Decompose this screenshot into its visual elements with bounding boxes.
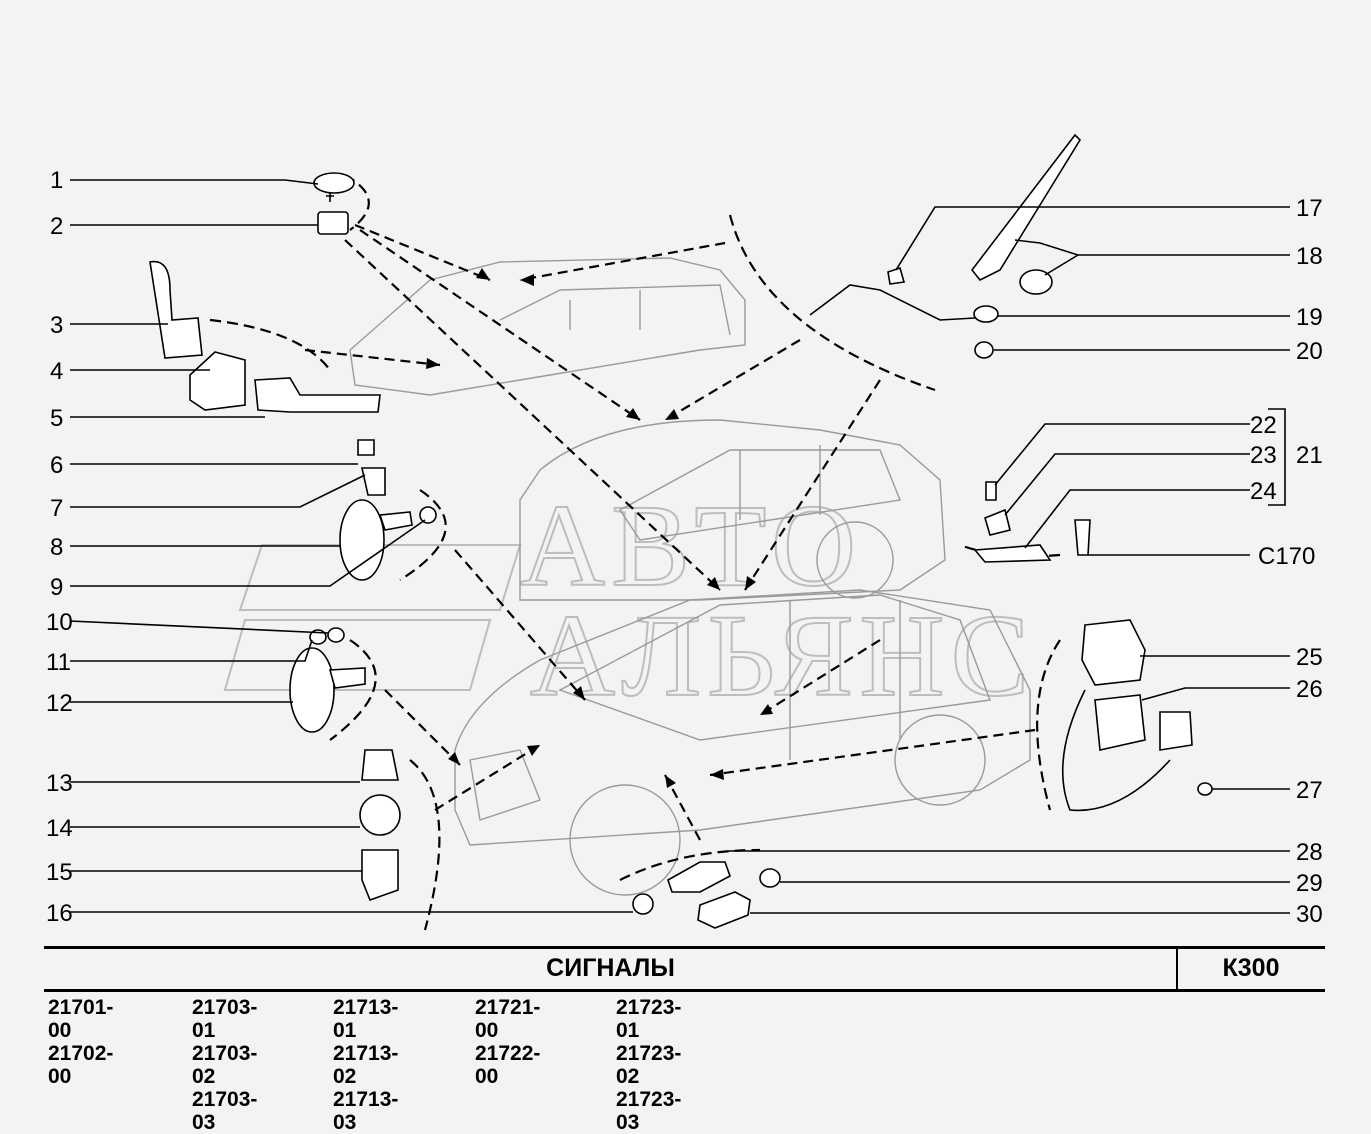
model-code: 21703-02 [192, 1042, 258, 1088]
callout-5: 5 [50, 405, 63, 432]
part-17-20-antenna [809, 133, 1082, 359]
title-bar: СИГНАЛЫ К300 [44, 948, 1325, 990]
model-code: 21723-02 [616, 1042, 682, 1088]
model-code: 21713-03 [333, 1088, 399, 1134]
callout-18: 18 [1296, 243, 1323, 270]
model-code: 21723-03 [616, 1088, 682, 1134]
leader-lines-right [728, 206, 1290, 914]
callout-29: 29 [1296, 870, 1323, 897]
page-code: К300 [1222, 954, 1280, 982]
callout-25: 25 [1296, 644, 1323, 671]
part-3-5-switch [149, 260, 381, 413]
page-title: СИГНАЛЫ [546, 954, 675, 982]
callout-8: 8 [50, 534, 63, 561]
callout-20: 20 [1296, 338, 1323, 365]
model-code: 21701-00 [48, 996, 114, 1042]
model-column-3: 21713-01 21713-02 21713-03 [333, 996, 398, 1134]
part-16-28-30-switch [632, 861, 781, 929]
title-bottom-rule [44, 989, 1325, 992]
model-column-4: 21721-00 21722-00 [475, 996, 540, 1088]
part-8-horn [339, 499, 437, 581]
model-code: 21721-00 [475, 996, 541, 1042]
part-2-nut [317, 211, 349, 235]
location-arrows [304, 223, 1036, 841]
part-21-24-switch [973, 481, 1091, 563]
title-divider [1176, 948, 1178, 990]
part-6-7-bolt-bracket [357, 439, 386, 496]
part-1-cap [313, 172, 355, 202]
callout-1: 1 [50, 167, 63, 194]
part-13-15-switch [359, 749, 401, 902]
part-25-27-sensor [1061, 619, 1213, 812]
callout-4: 4 [50, 358, 63, 385]
model-code: 21702-00 [48, 1042, 114, 1088]
callout-3: 3 [50, 312, 63, 339]
callout-10: 10 [46, 609, 73, 636]
watermark-logo [223, 544, 522, 691]
model-code: 21713-02 [333, 1042, 399, 1088]
callout-11: 11 [46, 649, 71, 676]
callout-16: 16 [46, 900, 73, 927]
car-sedan-outline [519, 419, 946, 601]
car-wagon-outline [349, 257, 746, 396]
car-hatchback-outline [454, 589, 1031, 896]
callouts-right: 17 18 19 20 22 23 24 21 C170 25 26 27 28… [1250, 195, 1323, 928]
callout-12: 12 [46, 690, 73, 717]
callout-c170: C170 [1258, 543, 1315, 570]
callout-6: 6 [50, 452, 63, 479]
leader-lines-left [69, 179, 633, 913]
callout-19: 19 [1296, 304, 1323, 331]
callout-13: 13 [46, 770, 73, 797]
title-top-rule [44, 946, 1325, 949]
callout-7: 7 [50, 495, 63, 522]
callout-26: 26 [1296, 676, 1323, 703]
watermark-line-2: АЛЬЯНС [530, 590, 1035, 721]
callout-24: 24 [1250, 478, 1277, 505]
part-12-horn [289, 627, 366, 733]
watermark-line-1: АВТО [520, 480, 862, 611]
model-code: 21703-03 [192, 1088, 258, 1134]
parts-diagram: АВТО АЛЬЯНС [46, 133, 1323, 931]
callout-30: 30 [1296, 901, 1323, 928]
model-column-2: 21703-01 21703-02 21703-03 [192, 996, 257, 1134]
callout-28: 28 [1296, 839, 1323, 866]
model-column-1: 21701-00 21702-00 [48, 996, 113, 1088]
callout-2: 2 [50, 213, 63, 240]
model-code: 21723-01 [616, 996, 682, 1042]
callout-22: 22 [1250, 412, 1277, 439]
callout-27: 27 [1296, 777, 1323, 804]
callout-15: 15 [46, 859, 73, 886]
callout-9: 9 [50, 574, 63, 601]
watermark: АВТО АЛЬЯНС [223, 479, 1035, 722]
callouts-left: 1 2 3 4 5 6 7 8 9 10 11 12 13 14 15 16 [46, 167, 73, 927]
callout-14: 14 [46, 815, 73, 842]
callout-21: 21 [1296, 442, 1323, 469]
callout-17: 17 [1296, 195, 1323, 222]
callout-23: 23 [1250, 442, 1277, 469]
model-code: 21713-01 [333, 996, 399, 1042]
model-column-5: 21723-01 21723-02 21723-03 [616, 996, 681, 1134]
model-code: 21703-01 [192, 996, 258, 1042]
model-code: 21722-00 [475, 1042, 541, 1088]
